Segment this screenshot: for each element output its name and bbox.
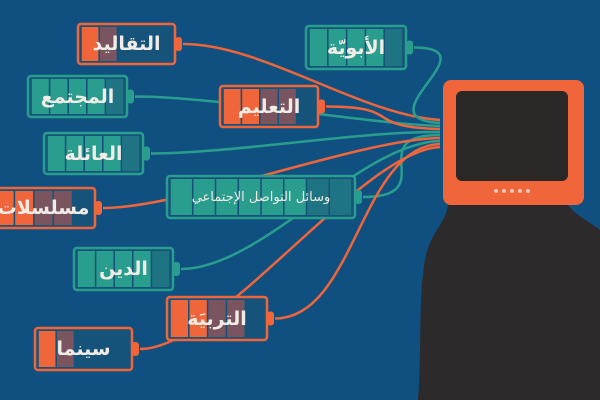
battery-segment	[38, 331, 56, 367]
battery-segment	[111, 331, 129, 367]
battery	[72, 246, 180, 292]
tv-head-icon	[443, 80, 584, 205]
battery-segment	[223, 89, 241, 124]
battery	[0, 186, 102, 230]
person-silhouette	[418, 205, 600, 400]
cable	[102, 136, 441, 210]
battery-segment	[100, 27, 117, 61]
battery	[218, 84, 325, 129]
battery-segment	[279, 89, 296, 124]
battery-segment	[96, 251, 114, 287]
battery-segment	[103, 136, 121, 171]
battery-terminal	[267, 311, 274, 326]
battery-segment	[366, 29, 384, 66]
battery-terminal	[318, 99, 325, 114]
battery-segment	[170, 300, 188, 337]
battery-segment	[47, 136, 65, 171]
battery	[165, 174, 362, 220]
cable	[412, 46, 442, 125]
battery-segment	[170, 179, 192, 215]
battery-segment	[152, 251, 170, 287]
battery-segment	[154, 27, 172, 61]
battery-segment	[50, 79, 68, 114]
battery	[165, 295, 274, 342]
battery-segment	[246, 300, 264, 337]
cable	[274, 142, 441, 320]
battery	[26, 74, 134, 119]
battery-segment	[227, 300, 245, 337]
battery	[33, 326, 139, 372]
battery-segment	[328, 29, 346, 66]
battery-segment	[208, 300, 226, 337]
battery-segment	[0, 191, 14, 225]
battery-segment	[261, 179, 283, 215]
battery-segment	[77, 251, 95, 287]
battery-segment	[284, 179, 306, 215]
battery-segment	[133, 251, 151, 287]
battery-terminal	[173, 262, 180, 276]
battery-segment	[69, 79, 86, 114]
battery-segment	[239, 179, 261, 215]
battery	[304, 24, 413, 71]
battery-segment	[193, 179, 215, 215]
battery-segment	[54, 191, 72, 225]
battery-terminal	[132, 342, 139, 356]
battery-terminal	[127, 89, 134, 104]
battery-terminal	[406, 40, 413, 55]
battery-segment	[66, 136, 84, 171]
battery-segment	[297, 89, 315, 124]
battery-segment	[106, 79, 124, 114]
battery-segment	[81, 27, 99, 61]
battery	[42, 131, 150, 176]
battery-terminal	[355, 190, 362, 204]
cable	[182, 42, 441, 122]
battery-segment	[330, 179, 352, 215]
battery-segment	[122, 136, 140, 171]
battery-segment	[34, 191, 53, 225]
battery-terminal	[143, 146, 150, 161]
battery-segment	[260, 89, 278, 124]
battery-segment	[73, 191, 92, 225]
battery-segment	[136, 27, 153, 61]
battery-segment	[242, 89, 259, 124]
battery-segment	[115, 251, 132, 287]
cables	[102, 42, 442, 351]
cable	[362, 133, 441, 199]
battery-segment	[347, 29, 365, 66]
battery-segment	[31, 79, 49, 114]
battery	[76, 22, 182, 66]
battery-terminal	[175, 37, 182, 51]
battery-segment	[307, 179, 329, 215]
battery-segment	[189, 300, 207, 337]
battery-segment	[15, 191, 33, 225]
battery-segment	[87, 79, 105, 114]
battery-terminal	[95, 201, 102, 215]
battery-segment	[216, 179, 238, 215]
battery-segment	[385, 29, 403, 66]
batteries	[0, 22, 413, 372]
battery-segment	[85, 136, 102, 171]
battery-segment	[57, 331, 74, 367]
battery-segment	[75, 331, 92, 367]
cable	[325, 105, 441, 131]
battery-segment	[309, 29, 327, 66]
battery-segment	[93, 331, 110, 367]
cable	[150, 130, 441, 155]
battery-segment	[118, 27, 135, 61]
